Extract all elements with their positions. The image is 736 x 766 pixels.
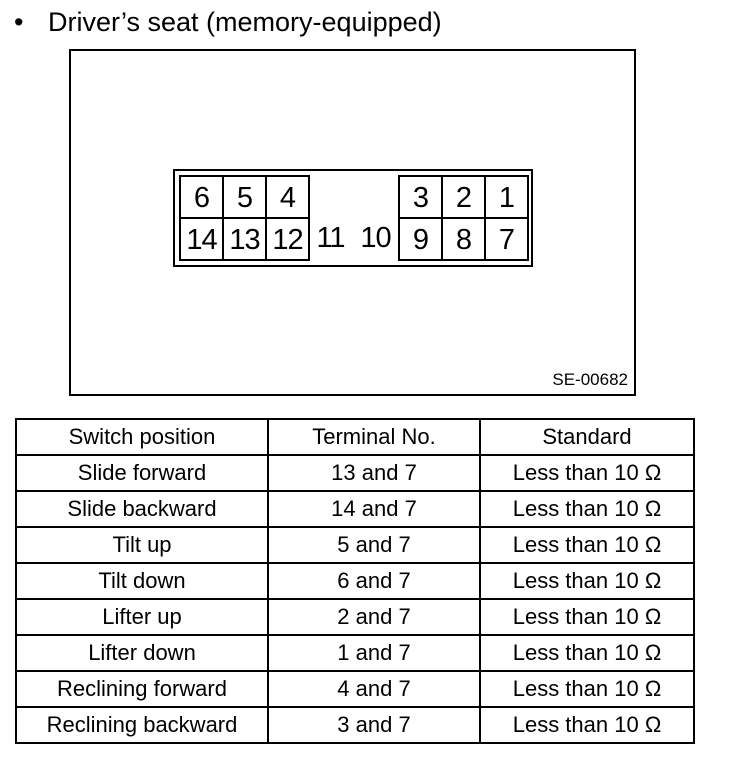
pin-cell: 14 <box>179 217 224 261</box>
pin-cell: 7 <box>484 217 529 261</box>
table-cell: 2 and 7 <box>267 598 481 636</box>
figure-code: SE-00682 <box>552 370 628 389</box>
table-cell: 4 and 7 <box>267 670 481 708</box>
pin-cell: 3 <box>398 175 443 219</box>
table-cell: Less than 10 Ω <box>479 670 695 708</box>
pin-cell: 10 <box>360 222 391 254</box>
pin-cell: 13 <box>222 217 267 261</box>
pin-cell: 12 <box>265 217 310 261</box>
table-cell: Reclining forward <box>15 670 269 708</box>
bullet: • <box>14 7 24 37</box>
pin-cell: 6 <box>179 175 224 219</box>
section-heading-text: Driver’s seat (memory-equipped) <box>48 7 442 37</box>
connector-outline: 6 5 4 3 2 1 14 13 12 11 10 9 8 7 <box>173 169 533 267</box>
connector-pin-grid: 6 5 4 3 2 1 14 13 12 11 10 9 8 7 <box>179 175 529 261</box>
connector-figure: 6 5 4 3 2 1 14 13 12 11 10 9 8 7 SE-0068… <box>69 49 636 396</box>
pin-cell: 5 <box>222 175 267 219</box>
table-cell: Less than 10 Ω <box>479 454 695 492</box>
section-heading: • Driver’s seat (memory-equipped) <box>14 4 442 40</box>
column-header: Switch position <box>15 418 269 456</box>
table-body: Switch position Terminal No. Standard Sl… <box>15 418 695 744</box>
pin-cell: 1 <box>484 175 529 219</box>
table-cell: 13 and 7 <box>267 454 481 492</box>
table-cell: Less than 10 Ω <box>479 490 695 528</box>
table-cell: Slide backward <box>15 490 269 528</box>
table-header-row: Switch position Terminal No. Standard <box>15 418 695 456</box>
table-cell: 5 and 7 <box>267 526 481 564</box>
table-cell: Lifter down <box>15 634 269 672</box>
table-cell: 14 and 7 <box>267 490 481 528</box>
pin-cell: 8 <box>441 217 486 261</box>
table-cell: 3 and 7 <box>267 706 481 744</box>
table-cell: 6 and 7 <box>267 562 481 600</box>
table-cell: Tilt up <box>15 526 269 564</box>
switch-spec-table: Switch position Terminal No. Standard Sl… <box>15 418 695 744</box>
table-cell: 1 and 7 <box>267 634 481 672</box>
table-cell: Less than 10 Ω <box>479 562 695 600</box>
pin-cell: 11 <box>316 222 345 254</box>
pin-cell: 9 <box>398 217 443 261</box>
pin-cell: 4 <box>265 175 310 219</box>
column-header: Terminal No. <box>267 418 481 456</box>
table-cell: Less than 10 Ω <box>479 598 695 636</box>
column-header: Standard <box>479 418 695 456</box>
table-cell: Reclining backward <box>15 706 269 744</box>
table-cell: Less than 10 Ω <box>479 526 695 564</box>
pin-cell: 2 <box>441 175 486 219</box>
table-cell: Less than 10 Ω <box>479 706 695 744</box>
table-cell: Tilt down <box>15 562 269 600</box>
table-cell: Slide forward <box>15 454 269 492</box>
table-cell: Lifter up <box>15 598 269 636</box>
table-cell: Less than 10 Ω <box>479 634 695 672</box>
